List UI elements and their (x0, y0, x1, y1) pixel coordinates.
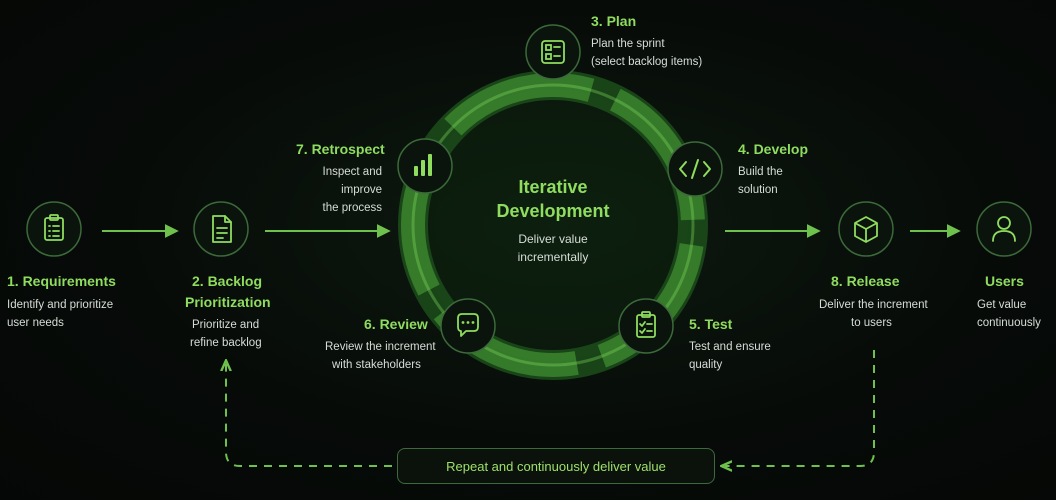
plan-desc-line1: Plan the sprint (591, 38, 665, 50)
checklist-icon (636, 311, 656, 338)
test-desc-line2: quality (689, 359, 723, 371)
node-plan (525, 24, 581, 80)
cube-icon (854, 216, 878, 243)
review-desc-line1: Review the increment (325, 341, 436, 353)
feedback-arrow-banner-to-backlog (226, 364, 392, 467)
node-release (838, 201, 894, 257)
develop-title: 4. Develop (738, 141, 809, 157)
node-test (618, 298, 674, 354)
requirements-title: 1. Requirements (7, 273, 116, 289)
backlog-title-line2: Prioritization (185, 294, 271, 310)
repeat-banner: Repeat and continuously deliver value (397, 448, 715, 484)
users-desc-line2: continuously (977, 317, 1041, 329)
feedback-arrow-release-to-banner (725, 350, 875, 466)
node-review (440, 298, 496, 354)
code-icon (679, 159, 711, 179)
release-desc-line1: Deliver the increment (819, 299, 928, 311)
users-title: Users (985, 273, 1024, 289)
user-icon (992, 216, 1016, 242)
center-glow (418, 90, 688, 360)
retrospect-desc-line1: Inspect and improve (322, 166, 382, 196)
develop-desc-line1: Build the (738, 166, 783, 178)
repeat-banner-label: Repeat and continuously deliver value (446, 458, 666, 474)
review-title: 6. Review (364, 316, 428, 332)
users-desc-line1: Get value (977, 299, 1027, 311)
node-users (976, 201, 1032, 257)
cycle-ring (398, 70, 708, 380)
backlog-desc-line2: refine backlog (190, 337, 262, 349)
bar-chart-icon (414, 154, 432, 176)
center-desc-line1: Deliver value (518, 232, 588, 246)
review-desc-line2: with stakeholders (332, 359, 421, 371)
center-title-line2: Development (496, 201, 610, 221)
node-backlog (193, 201, 249, 257)
requirements-desc-line2: user needs (7, 317, 64, 329)
node-develop (667, 141, 723, 197)
backlog-title-line1: 2. Backlog (192, 273, 263, 289)
chat-bubble-icon (457, 313, 479, 337)
center-title-line1: Iterative (518, 177, 588, 197)
retrospect-desc-line2: the process (322, 202, 382, 214)
test-desc-line1: Test and ensure (689, 341, 771, 353)
kanban-board-icon (541, 40, 565, 64)
plan-title: 3. Plan (591, 13, 637, 29)
plan-desc-line2: (select backlog items) (591, 56, 703, 68)
backlog-desc-line1: Prioritize and (192, 319, 260, 331)
requirements-desc-line1: Identify and prioritize (7, 299, 114, 311)
clipboard-list-icon (44, 214, 64, 241)
document-icon (212, 215, 232, 243)
retrospect-title: 7. Retrospect (296, 141, 385, 157)
test-title: 5. Test (689, 316, 733, 332)
node-retrospect (397, 138, 453, 194)
release-title: 8. Release (831, 273, 900, 289)
node-requirements (26, 201, 82, 257)
center-desc-line2: incrementally (517, 250, 589, 264)
release-desc-line2: to users (851, 317, 892, 329)
develop-desc-line2: solution (738, 184, 778, 196)
